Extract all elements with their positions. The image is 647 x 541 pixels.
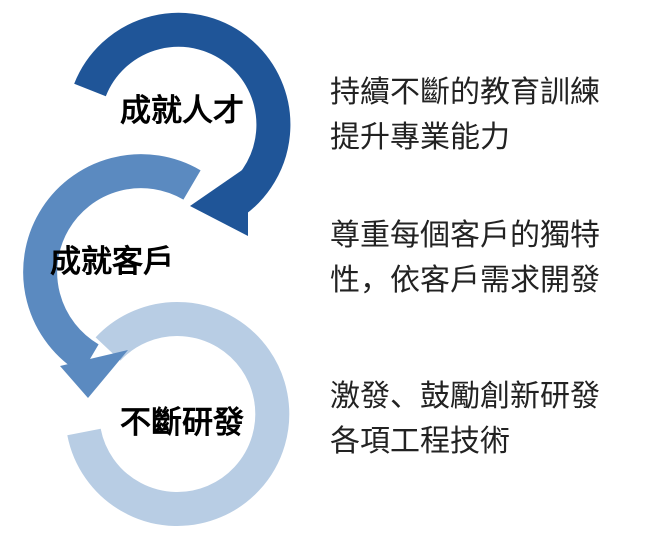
step-description-1-line-1: 持續不斷的教育訓練 bbox=[330, 75, 600, 110]
step-description-3: 激發、鼓勵創新研發 各項工程技術 bbox=[330, 374, 600, 464]
step-description-3-line-1: 激發、鼓勵創新研發 bbox=[330, 379, 600, 414]
ring-middle-arrowhead bbox=[60, 350, 128, 398]
step-description-1: 持續不斷的教育訓練 提升專業能力 bbox=[330, 70, 600, 160]
step-description-2-line-1: 尊重每個客戶的獨特 bbox=[330, 218, 600, 253]
step-description-3-line-2: 各項工程技術 bbox=[330, 424, 510, 459]
step-title-3: 不斷研發 bbox=[120, 405, 244, 441]
step-title-1: 成就人才 bbox=[120, 93, 244, 129]
ring-bottom bbox=[67, 302, 290, 526]
step-description-1-line-2: 提升專業能力 bbox=[330, 120, 510, 155]
ring-top bbox=[74, 12, 291, 222]
ring-top-arrowhead bbox=[190, 166, 248, 236]
step-title-2: 成就客戶 bbox=[50, 244, 174, 280]
step-description-2-line-2: 性，依客戶需求開發 bbox=[330, 263, 600, 298]
ring-middle bbox=[23, 154, 201, 374]
step-description-2: 尊重每個客戶的獨特 性，依客戶需求開發 bbox=[330, 213, 600, 303]
